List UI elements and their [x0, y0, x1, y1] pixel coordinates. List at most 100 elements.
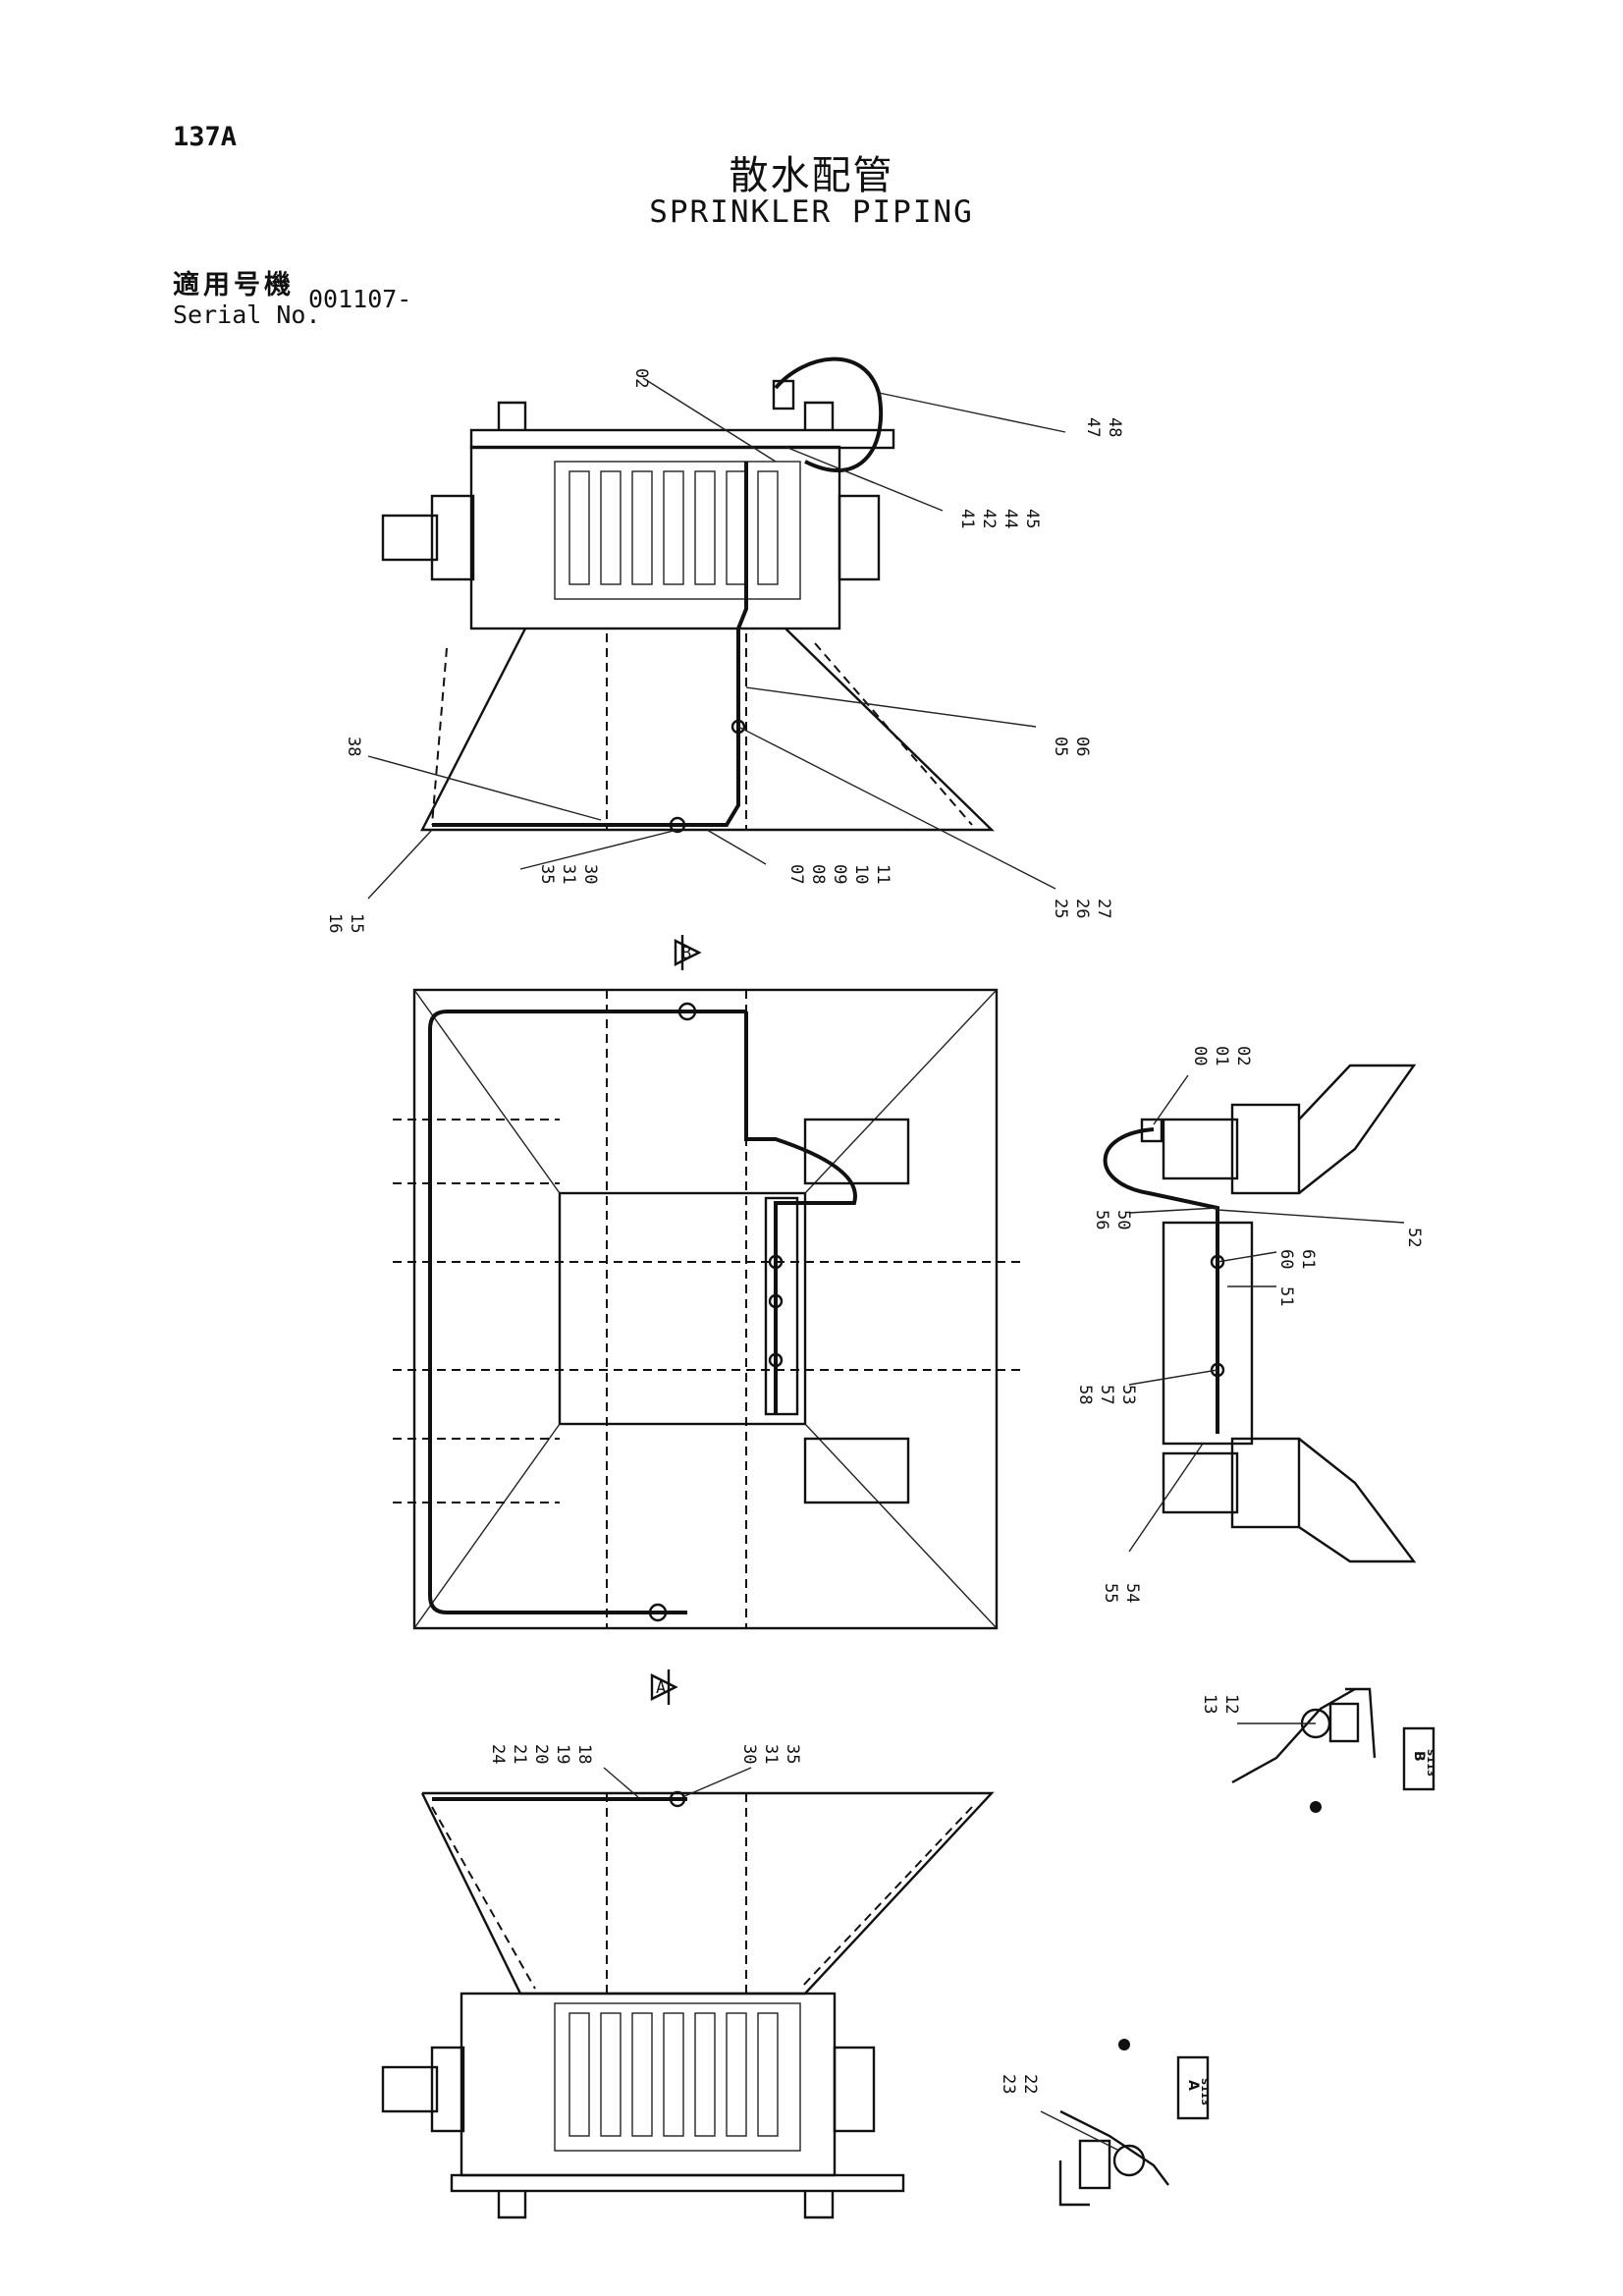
section-b-letter: B: [1411, 1751, 1427, 1762]
callout-12: 12: [1221, 1694, 1241, 1714]
title-japanese: 散水配管: [729, 153, 894, 198]
callout-19: 19: [553, 1744, 572, 1764]
bottom-pipe-clamp: [669, 1790, 686, 1808]
leader-line: [737, 726, 1056, 890]
detail-valve: [1140, 1118, 1163, 1143]
detail-sprinkler-hose: [1103, 1127, 1219, 1434]
bottom-funnel-outline: [420, 1791, 995, 1995]
title-english: SPRINKLER PIPING: [649, 194, 974, 230]
callout-38: 38: [344, 737, 363, 756]
callout-35: 35: [537, 864, 557, 884]
section-b-bracket: [1328, 1702, 1360, 1743]
top-frame: [469, 428, 895, 450]
callout-01: 01: [1212, 1046, 1231, 1066]
callout-00: 00: [1190, 1046, 1210, 1066]
section-a-bullet: [1118, 2039, 1130, 2050]
callout-15: 15: [347, 913, 366, 933]
view-marker-b: B: [674, 935, 702, 970]
callout-02: 02: [631, 368, 651, 388]
callout-20: 20: [531, 1744, 551, 1764]
section-a-bracket: [1078, 2139, 1111, 2190]
detail-nozzle: [1210, 1254, 1225, 1270]
radiator-core: [554, 461, 801, 600]
spray-nozzle: [768, 1254, 784, 1270]
plan-view: [393, 988, 1021, 1630]
callout-08: 08: [808, 864, 828, 884]
detail-upper-chute: [1298, 1064, 1417, 1194]
funnel-edge: [804, 1423, 998, 1629]
svg-text:A: A: [656, 1678, 666, 1698]
callout-50: 50: [1113, 1210, 1133, 1230]
detail-upper-cylinder: [1162, 1118, 1239, 1180]
callout-55: 55: [1101, 1583, 1120, 1603]
sprinkler-pipe: [432, 462, 748, 827]
bottom-right-cylinder: [833, 2046, 876, 2133]
pipe-clamp: [669, 816, 686, 834]
leader-line: [878, 392, 1066, 433]
callout-60: 60: [1276, 1249, 1296, 1269]
callout-57: 57: [1097, 1385, 1116, 1404]
callout-13: 13: [1200, 1694, 1219, 1714]
section-b-detail: 13 12 B S113: [1200, 1687, 1435, 1813]
radiator-fins: [568, 470, 779, 585]
pipe-clamp: [730, 719, 746, 735]
callout-11: 11: [873, 864, 893, 884]
hopper-funnel-outline: [420, 628, 995, 832]
bottom-left-cylinder: [381, 2065, 439, 2113]
leader-line: [367, 829, 433, 900]
side-detail-view: 00 01 02 56 50 52 60 61 51 58 57 53 55 5…: [1075, 1046, 1424, 1603]
leader-line: [1217, 1251, 1277, 1263]
callout-18: 18: [574, 1744, 594, 1764]
detail-lower-cylinder: [1162, 1451, 1239, 1514]
callout-44: 44: [1001, 509, 1020, 528]
section-b-bullet: [1310, 1801, 1322, 1813]
view-marker-a: A: [650, 1669, 678, 1705]
callout-07: 07: [786, 864, 806, 884]
callout-10: 10: [851, 864, 871, 884]
section-b-ref: S113: [1425, 1749, 1435, 1777]
callout-41: 41: [957, 509, 977, 528]
callout-27: 27: [1094, 899, 1113, 918]
bottom-left-flange: [430, 2046, 465, 2133]
callout-53: 53: [1118, 1385, 1138, 1404]
detail-lower-chute: [1298, 1438, 1417, 1563]
callout-30: 30: [580, 864, 600, 884]
callout-25: 25: [1051, 899, 1070, 918]
callout-45: 45: [1022, 509, 1042, 528]
callout-42: 42: [979, 509, 999, 528]
callout-26: 26: [1072, 899, 1092, 918]
bottom-engine-body: [460, 1992, 837, 2177]
spray-bar: [764, 1196, 799, 1416]
bottom-frame: [450, 2173, 905, 2193]
leader-line: [1040, 2110, 1120, 2152]
serial-label-english: Serial No.: [173, 301, 321, 329]
callout-51: 51: [1276, 1286, 1296, 1306]
inner-sprinkler-pipe: [744, 1011, 857, 1414]
callout-54: 54: [1122, 1583, 1142, 1603]
section-a-fitting: [1112, 2144, 1146, 2177]
leader-line: [519, 829, 678, 870]
callout-35-bottom: 35: [783, 1744, 802, 1764]
leader-line: [367, 755, 602, 821]
top-elevation-view: 02 47 48 41 42 44 45 38 05 06 35 31 30 0…: [325, 356, 1124, 933]
leader-line: [681, 1767, 752, 1798]
callout-48: 48: [1105, 417, 1124, 437]
section-b-plate: [1345, 1687, 1377, 1759]
callout-06: 06: [1072, 737, 1092, 756]
callout-02-side: 02: [1233, 1046, 1253, 1066]
callout-16: 16: [325, 913, 345, 933]
callout-24: 24: [488, 1744, 508, 1764]
funnel-dashed-line: [814, 642, 973, 826]
left-cylinder: [381, 514, 439, 562]
bottom-bracket: [803, 2191, 835, 2219]
side-beam-lower: [803, 1437, 910, 1504]
leader-line: [1153, 1074, 1189, 1125]
section-b-box: [1402, 1726, 1435, 1791]
leader-line: [1217, 1209, 1405, 1224]
funnel-edge: [804, 989, 998, 1194]
hopper-inner-opening: [558, 1191, 807, 1426]
engine-body: [469, 445, 841, 630]
leader-line: [784, 446, 944, 512]
callout-23: 23: [999, 2074, 1018, 2094]
leader-line: [603, 1767, 639, 1798]
